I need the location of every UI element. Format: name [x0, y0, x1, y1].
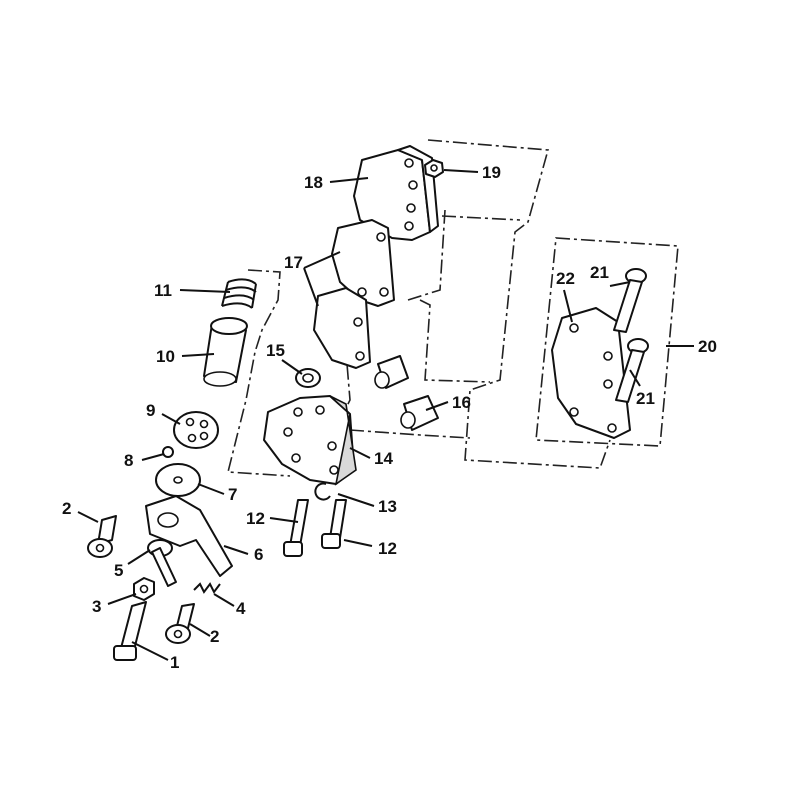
- part-21-pin-lower: [615, 338, 649, 403]
- callout-9: 9: [146, 401, 155, 420]
- callout-14: 14: [374, 449, 393, 468]
- part-9-disc: [173, 411, 219, 449]
- part-17-bracket-upper: [331, 219, 395, 307]
- callout-12b: 12: [378, 539, 397, 558]
- part-21-pin-upper: [613, 268, 647, 333]
- callout-16: 16: [452, 393, 471, 412]
- callout-13: 13: [378, 497, 397, 516]
- callout-17: 17: [284, 253, 303, 272]
- part-6-lever: [145, 495, 233, 577]
- callout-11: 11: [154, 281, 172, 300]
- part-16-bushing-a: [374, 355, 409, 389]
- callout-18: 18: [304, 173, 323, 192]
- part-4-small-spring: [193, 582, 221, 594]
- part-22-bracket: [551, 307, 631, 439]
- part-5-shaft: [147, 539, 177, 587]
- callout-1: 1: [170, 653, 179, 672]
- callout-15: 15: [266, 341, 285, 360]
- callout-21b: 21: [636, 389, 655, 408]
- part-7-washer: [155, 463, 201, 497]
- part-10-cylinder: [203, 317, 248, 387]
- callout-19: 19: [482, 163, 501, 182]
- part-3-nut: [133, 577, 155, 601]
- callout-6: 6: [254, 545, 263, 564]
- part-17-bracket-lower: [313, 287, 371, 369]
- callout-2b: 2: [210, 627, 219, 646]
- callout-21a: 21: [590, 263, 609, 282]
- callout-4: 4: [236, 599, 246, 618]
- callout-3: 3: [92, 597, 101, 616]
- part-13-clip: [314, 482, 331, 501]
- part-18-upper-bracket: [353, 145, 439, 241]
- part-8-ball: [162, 446, 174, 458]
- part-2-bolt-upper: [87, 515, 117, 558]
- callout-2a: 2: [62, 499, 71, 518]
- part-1-long-bolt: [113, 601, 147, 661]
- part-16-bushing-b: [400, 395, 439, 431]
- callout-8: 8: [124, 451, 133, 470]
- callouts: 1 2 2 3 4 5 6 7 8 9 10 11 12 12 13 14 15…: [62, 163, 717, 672]
- part-19-nut: [424, 159, 444, 178]
- callout-12a: 12: [246, 509, 265, 528]
- part-11-spring: [221, 278, 257, 309]
- part-12-pin-a: [283, 499, 309, 557]
- callout-5: 5: [114, 561, 123, 580]
- part-14-main-plate: [263, 395, 357, 486]
- callout-22: 22: [556, 269, 575, 288]
- callout-7: 7: [228, 485, 237, 504]
- part-2-bolt-lower: [165, 603, 195, 644]
- callout-20: 20: [698, 337, 717, 356]
- assembly-outline-upper: [407, 139, 611, 469]
- leader-lines: [77, 169, 694, 661]
- callout-10: 10: [156, 347, 175, 366]
- part-12-pin-b: [321, 499, 347, 549]
- assembly-outline-right: [535, 237, 679, 447]
